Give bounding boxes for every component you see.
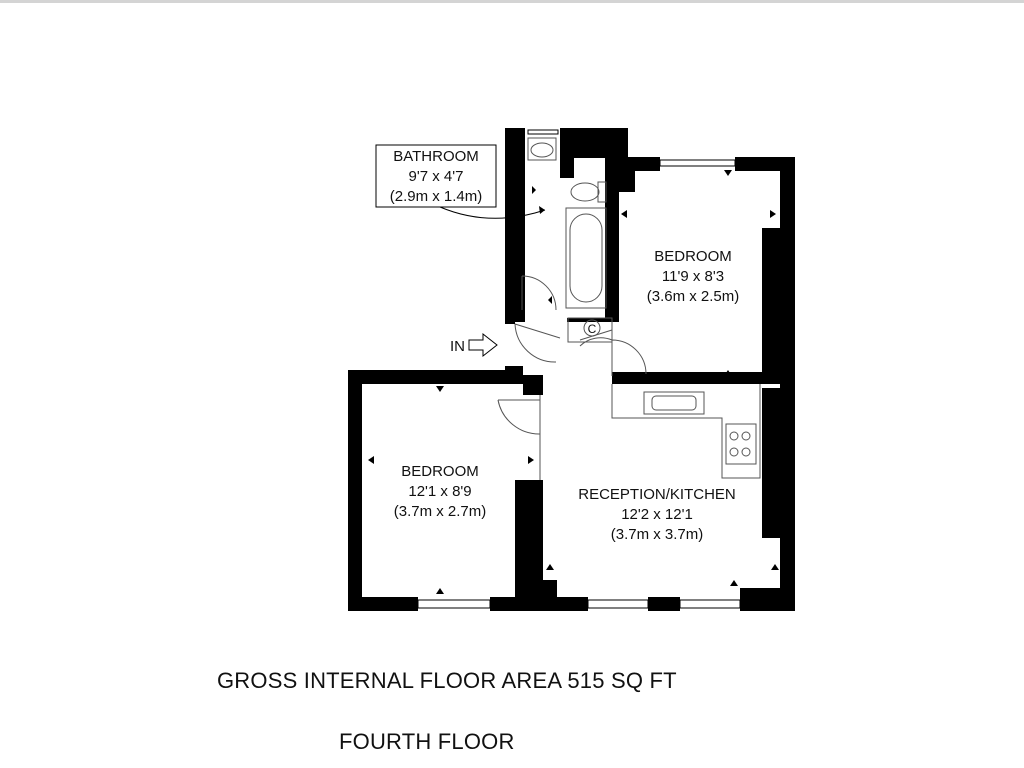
- top-border-line: [0, 0, 1024, 3]
- bathroom-callout: [375, 144, 546, 219]
- bedroom-left-imperial: 12'1 x 8'9: [408, 483, 471, 500]
- entry-arrow-icon: [468, 332, 498, 358]
- reception-imperial: 12'2 x 12'1: [621, 506, 693, 523]
- bathroom-name: BATHROOM: [393, 148, 479, 165]
- reception-metric: (3.7m x 3.7m): [611, 526, 704, 543]
- windows: [417, 129, 741, 609]
- bedroom-left-name: BEDROOM: [401, 463, 479, 480]
- bedroom-left-metric: (3.7m x 2.7m): [394, 503, 487, 520]
- reception-name: RECEPTION/KITCHEN: [578, 486, 736, 503]
- bedroom-right-imperial: 11'9 x 8'3: [662, 268, 724, 285]
- walls: [348, 128, 795, 611]
- bedroom-right-metric: (3.6m x 2.5m): [647, 288, 740, 305]
- dimension-markers: [368, 170, 779, 594]
- floor-level-caption: FOURTH FLOOR: [339, 729, 515, 754]
- fixtures: [497, 137, 761, 480]
- entry-label: IN: [450, 338, 465, 355]
- cupboard-label: C: [588, 322, 597, 336]
- bedroom-right-name: BEDROOM: [654, 248, 732, 265]
- bathroom-imperial: 9'7 x 4'7: [409, 168, 464, 185]
- bathroom-metric: (2.9m x 1.4m): [390, 188, 483, 205]
- floor-area-caption: GROSS INTERNAL FLOOR AREA 515 SQ FT: [217, 668, 677, 693]
